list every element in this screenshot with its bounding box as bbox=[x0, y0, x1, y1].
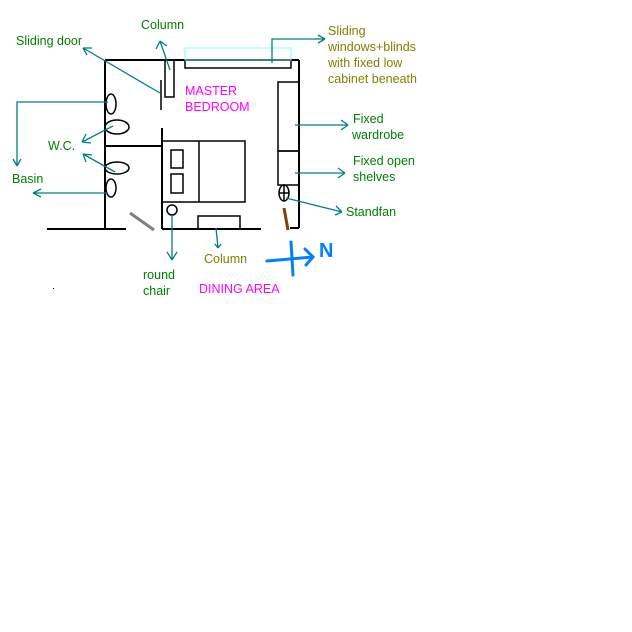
label-wardrobe-2: wardrobe bbox=[352, 128, 405, 142]
label-round-chair-1: round bbox=[143, 268, 175, 282]
room-master-bedroom-2: BEDROOM bbox=[185, 100, 250, 114]
basin-bottom bbox=[105, 178, 117, 198]
label-sliding-door: Sliding door bbox=[16, 34, 83, 48]
stray-dot bbox=[53, 288, 54, 289]
column-top bbox=[164, 59, 175, 98]
label-wardrobe-1: Fixed bbox=[353, 112, 384, 126]
low-cabinet bbox=[184, 59, 292, 69]
compass-north-label: N bbox=[319, 240, 334, 262]
compass-icon bbox=[265, 240, 316, 277]
open-shelves bbox=[277, 150, 300, 186]
round-chair bbox=[166, 204, 178, 216]
column-bottom bbox=[197, 215, 241, 230]
sliding-window bbox=[184, 47, 292, 61]
pillow bbox=[170, 149, 184, 169]
pillow bbox=[170, 173, 184, 194]
label-column-top: Column bbox=[141, 18, 185, 32]
label-windows-2: windows+blinds bbox=[328, 40, 416, 54]
standfan-icon bbox=[278, 184, 290, 202]
label-shelves-2: shelves bbox=[353, 170, 396, 184]
label-basin: Basin bbox=[12, 172, 44, 186]
label-windows-3: with fixed low bbox=[328, 56, 403, 70]
standfan-stand bbox=[282, 207, 290, 231]
label-windows-4: cabinet beneath bbox=[328, 72, 417, 86]
room-dining-area: DINING AREA bbox=[199, 282, 280, 296]
room-master-bedroom-1: MASTER bbox=[185, 84, 238, 98]
walls bbox=[47, 59, 300, 230]
entrance-door bbox=[129, 211, 155, 232]
label-standfan: Standfan bbox=[346, 205, 397, 219]
basin-top bbox=[105, 93, 117, 115]
wc-bottom bbox=[104, 161, 130, 175]
label-round-chair-2: chair bbox=[143, 284, 171, 298]
bed bbox=[161, 140, 246, 203]
wardrobe bbox=[277, 81, 300, 152]
label-wc: W.C. bbox=[48, 139, 76, 153]
label-shelves-1: Fixed open bbox=[353, 154, 415, 168]
leader-arrows bbox=[12, 34, 349, 261]
wc-top bbox=[104, 119, 130, 135]
label-windows-1: Sliding bbox=[328, 24, 366, 38]
label-column-bottom: Column bbox=[204, 252, 248, 266]
